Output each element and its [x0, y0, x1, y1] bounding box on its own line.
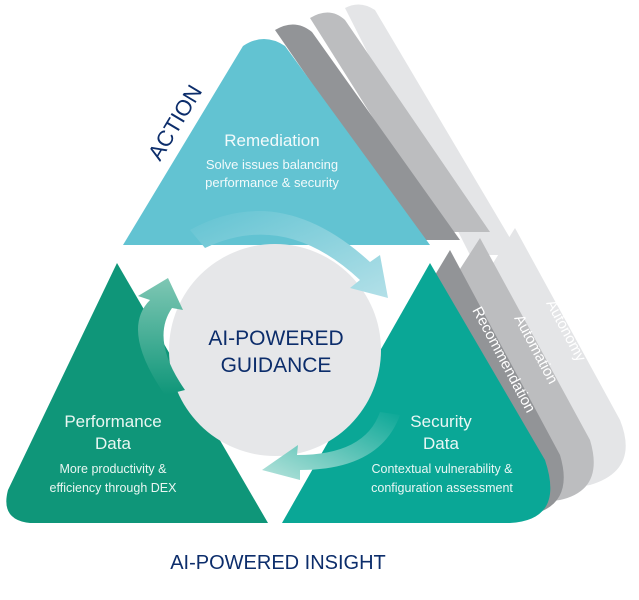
- security-desc-1: Contextual vulnerability &: [371, 462, 513, 476]
- security-desc-2: configuration assessment: [371, 481, 513, 495]
- performance-segment: [6, 263, 268, 523]
- security-title-1: Security: [410, 412, 472, 431]
- arrow-left-icon: [138, 278, 185, 395]
- arrow-right-icon: [262, 412, 400, 480]
- remediation-desc-1: Solve issues balancing: [206, 157, 338, 172]
- remediation-desc-2: performance & security: [205, 175, 339, 190]
- performance-title-1: Performance: [64, 412, 161, 431]
- layer-automation-top: [310, 12, 490, 233]
- layer-autonomy-top: [345, 4, 520, 256]
- security-title-2: Data: [423, 434, 459, 453]
- remediation-segment: [123, 39, 430, 245]
- performance-desc-1: More productivity &: [60, 462, 168, 476]
- arrow-top-icon: [190, 211, 388, 298]
- remediation-title: Remediation: [224, 131, 319, 150]
- center-circle: [169, 244, 381, 456]
- insight-label: AI-POWERED INSIGHT: [170, 552, 386, 574]
- performance-desc-2: efficiency through DEX: [50, 481, 178, 495]
- performance-title-2: Data: [95, 434, 131, 453]
- center-title-2: GUIDANCE: [221, 354, 332, 377]
- layer-recommendation-top: [275, 24, 460, 241]
- center-title-1: AI-POWERED: [208, 327, 343, 350]
